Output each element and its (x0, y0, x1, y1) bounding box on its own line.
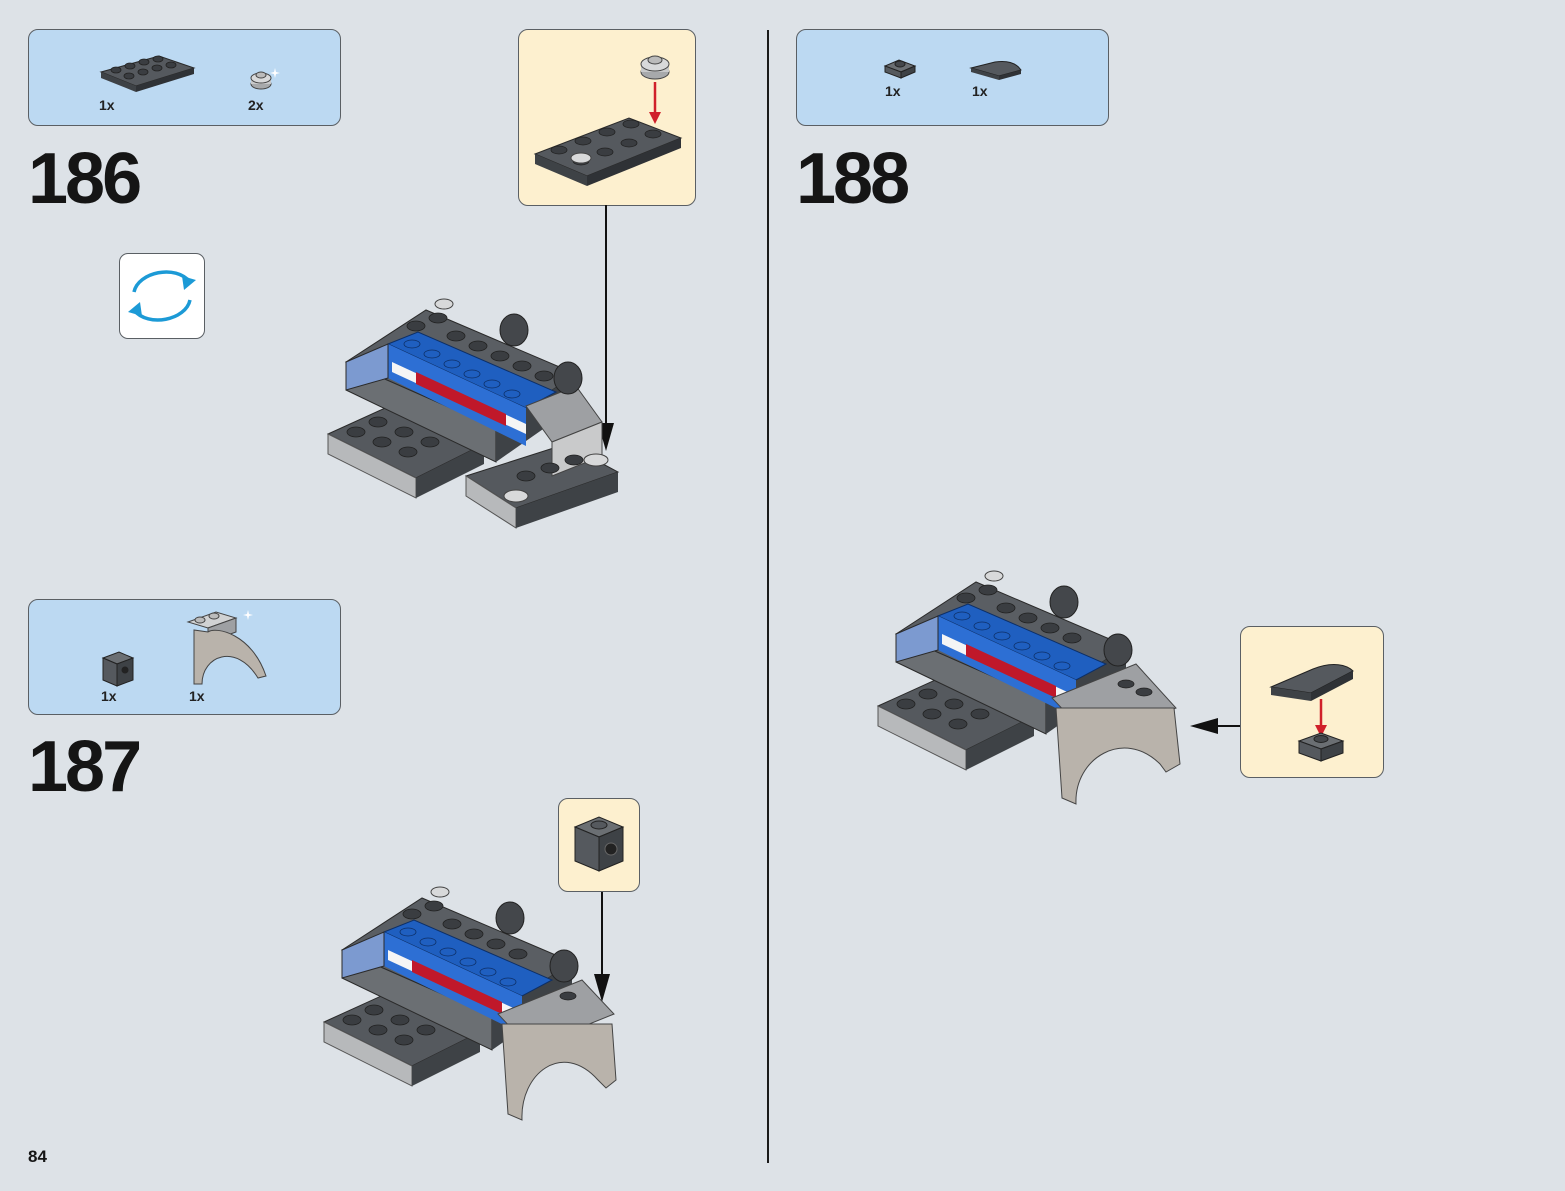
step-188-subassembly-callout (1240, 626, 1384, 778)
step-187-model-icon (322, 886, 617, 1121)
step-187-parts-list: 1x 1x (28, 599, 341, 715)
subassembly-plate-icon (533, 55, 683, 186)
step-186-parts-list: 1x 2x (28, 29, 341, 126)
dark-gray-brick-1x1-stud-icon (573, 816, 625, 872)
part-qty: 1x (972, 83, 988, 99)
step-186-subassembly-callout (518, 29, 696, 206)
dark-gray-curved-slope-icon (969, 61, 1022, 80)
step-number: 187 (28, 727, 142, 807)
part-qty: 1x (99, 97, 115, 113)
subassembly-slope-icon (1269, 664, 1354, 762)
dark-gray-brick-1x1-stud-icon (101, 651, 135, 687)
part-qty: 2x (248, 97, 264, 113)
dark-gray-plate-1x1-icon (883, 59, 917, 79)
part-qty: 1x (189, 688, 205, 704)
step-187-placement-arrow (594, 892, 610, 1002)
light-gray-round-plate-1x1-icon (250, 68, 280, 90)
rotate-model-icon (119, 253, 205, 339)
step-number: 186 (28, 139, 142, 219)
step-188-model-icon (876, 570, 1181, 805)
dark-gray-plate-2x4-icon (99, 55, 196, 92)
step-187-subassembly-callout (558, 798, 640, 892)
part-qty: 1x (885, 83, 901, 99)
part-qty: 1x (101, 688, 117, 704)
step-186-model-icon (326, 298, 620, 529)
page-divider (767, 30, 769, 1163)
step-188-parts-list: 1x 1x (796, 29, 1109, 126)
page-number: 84 (28, 1147, 47, 1166)
light-gray-arch-icon (186, 610, 267, 685)
step-188-placement-arrow (1190, 718, 1242, 734)
step-number: 188 (796, 139, 910, 219)
